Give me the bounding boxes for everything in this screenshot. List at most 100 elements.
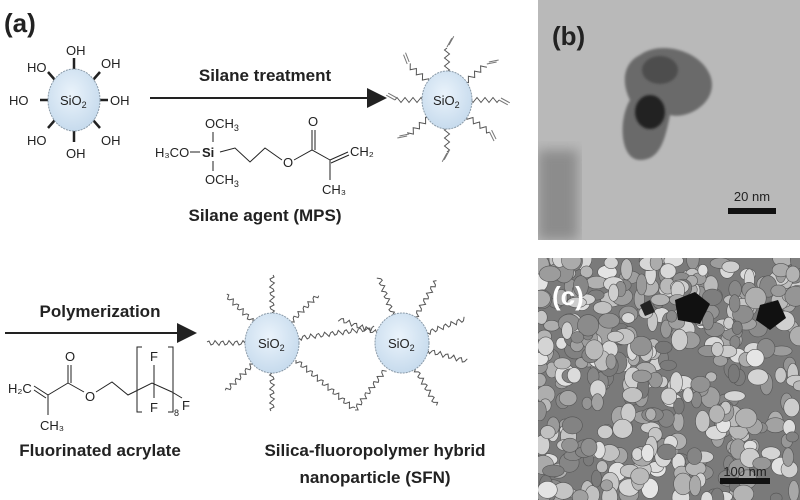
- nanoparticle-grain: [577, 314, 599, 337]
- nanoparticle-grain: [612, 418, 633, 439]
- nanoparticle-grain: [785, 431, 799, 443]
- nanoparticle-grain: [561, 321, 573, 340]
- svg-text:CH₂: CH₂: [350, 144, 374, 159]
- nanoparticle-grain: [695, 410, 711, 433]
- nanoparticle-grain: [783, 397, 800, 418]
- scale-label-c: 100 nm: [723, 464, 766, 479]
- nanoparticle-grain: [538, 310, 548, 325]
- sfn-label-line2: nanoparticle (SFN): [299, 468, 450, 487]
- svg-text:O: O: [65, 349, 75, 364]
- nanoparticle-grain: [542, 464, 565, 478]
- svg-text:OH: OH: [101, 133, 121, 148]
- nanoparticle-grain: [561, 437, 579, 453]
- polymer-chain: [415, 280, 437, 318]
- nanoparticle-grain: [686, 447, 703, 465]
- polymer-chain: [427, 316, 465, 336]
- vinyl-group: [446, 35, 455, 48]
- sfn-particles: SiO2 SiO2: [206, 274, 468, 412]
- vinyl-group: [489, 129, 497, 142]
- nanoparticle-grain: [598, 312, 620, 329]
- vinyl-group: [385, 92, 398, 101]
- nanoparticle-grain: [538, 481, 558, 499]
- polymer-chain: [226, 293, 254, 322]
- panel-label-c: (c): [552, 281, 584, 311]
- nanoparticle-grain: [630, 335, 653, 357]
- nanoparticle-grain: [732, 484, 754, 500]
- scale-bar-b: [728, 208, 776, 214]
- polymer-chain: [470, 96, 500, 104]
- polymer-chain: [409, 63, 430, 83]
- svg-text:Si: Si: [202, 145, 214, 160]
- svg-text:O: O: [85, 389, 95, 404]
- scale-bar-c: [720, 478, 770, 484]
- nanoparticle-grain: [621, 312, 636, 324]
- nanoparticle-grain: [571, 489, 589, 500]
- nanoparticle-grain: [764, 417, 786, 433]
- mps-treated-particle: SiO2: [385, 35, 511, 163]
- nanoparticle-grain: [731, 320, 743, 335]
- nanoparticle-grain: [581, 396, 593, 410]
- svg-text:O: O: [283, 155, 293, 170]
- svg-text:CH₃: CH₃: [40, 418, 64, 433]
- fluorinated-acrylate-label: Fluorinated acrylate: [19, 441, 181, 460]
- nanoparticle-grain: [689, 475, 702, 497]
- nanoparticle-grain: [723, 390, 746, 402]
- polymer-chain: [295, 360, 356, 410]
- polymer-chain: [268, 274, 276, 314]
- nanoparticle-grain: [702, 288, 723, 306]
- nanoparticle-grain: [682, 387, 694, 403]
- svg-text:HO: HO: [27, 60, 47, 75]
- nanoparticle-grain: [650, 293, 670, 306]
- vinyl-group: [441, 150, 450, 163]
- nanoparticle-grain: [538, 265, 562, 282]
- nanoparticle-grain: [657, 443, 677, 460]
- nanoparticle-grain: [686, 258, 700, 270]
- nanoparticle-grain: [760, 446, 781, 460]
- polymerization-label: Polymerization: [40, 302, 161, 321]
- svg-text:OH: OH: [66, 43, 86, 58]
- nanoparticle-grain: [622, 387, 643, 403]
- nanoparticle-grain: [591, 469, 602, 488]
- mps-structure: OCH3 H₃CO Si OCH3 O O CH₂ CH₃: [155, 114, 374, 197]
- nanoparticle-grain: [584, 339, 604, 361]
- polymer-chain: [376, 277, 396, 316]
- svg-text:8: 8: [174, 408, 179, 418]
- nanoparticle-grain: [659, 263, 677, 279]
- nanoparticle-grain: [561, 258, 582, 271]
- nanoparticle-grain: [654, 340, 673, 354]
- nanoparticle-grain: [792, 380, 800, 392]
- nanoparticle-grain: [567, 367, 582, 384]
- panel-label-a: (a): [4, 8, 36, 38]
- nanoparticle-grain: [702, 311, 714, 331]
- nanoparticle-grain: [708, 404, 725, 424]
- nanoparticle-grain: [562, 416, 583, 435]
- polymer-chain: [394, 96, 424, 104]
- polymer-chain: [443, 47, 451, 73]
- svg-text:H₃CO: H₃CO: [155, 145, 189, 160]
- nanoparticle-grain: [690, 376, 711, 393]
- polymer-chain: [354, 369, 387, 411]
- hydroxylated-silica-particle: SiO2 OH OH HO OH HO OH HO OH: [9, 43, 130, 161]
- vinyl-group: [403, 52, 410, 65]
- polymer-chain: [413, 368, 439, 406]
- nanoparticle-grain: [580, 438, 598, 457]
- nanoparticle-grain: [631, 447, 643, 461]
- polymer-chain: [298, 325, 375, 342]
- nanoparticle-grain: [666, 310, 678, 323]
- nanoparticle-grain: [636, 273, 648, 296]
- svg-text:OH: OH: [101, 56, 121, 71]
- nanoparticle-grain: [538, 373, 547, 387]
- svg-text:SiO2: SiO2: [60, 93, 87, 110]
- sem-micrograph: [538, 258, 800, 500]
- nanoparticle-grain: [728, 294, 741, 313]
- nanoparticle-grain: [774, 367, 787, 384]
- nanoparticle-grain: [558, 390, 578, 407]
- nanoparticle-grain: [600, 479, 613, 492]
- panel-label-b: (b): [552, 21, 585, 51]
- polymer-chain: [465, 65, 487, 84]
- tem-micrograph: [538, 0, 800, 240]
- vinyl-group: [397, 133, 410, 139]
- nanoparticle-grain: [540, 425, 556, 440]
- svg-text:OCH3: OCH3: [205, 116, 239, 133]
- nanoparticle-grain: [553, 357, 572, 370]
